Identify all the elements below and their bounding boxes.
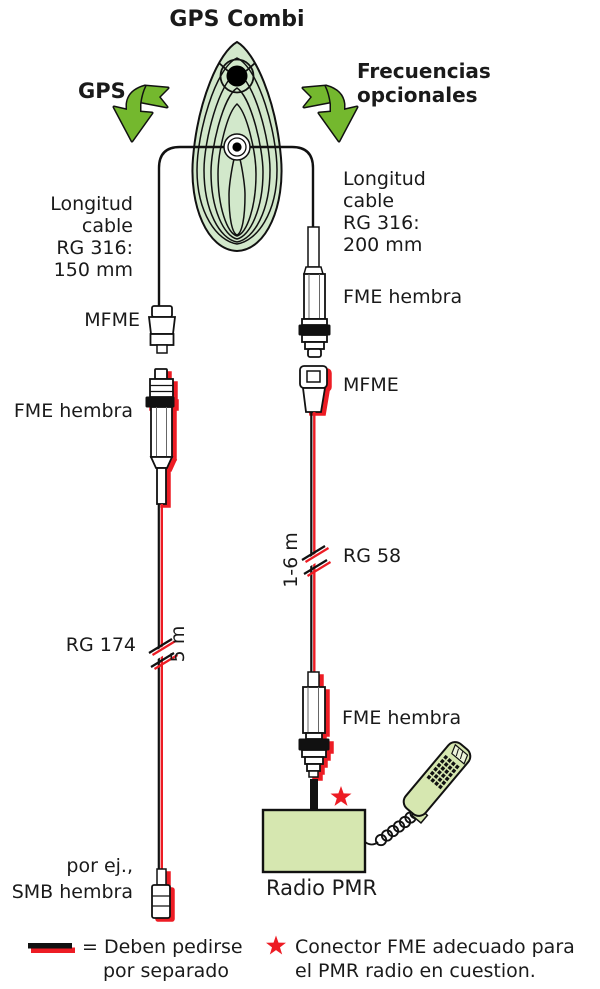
left-cable-note-line4: 150 mm [54,259,133,281]
title: GPS Combi [169,7,304,32]
legend-separate-swatch [28,943,75,953]
left-end-note-line1: por ej., [66,855,133,877]
legend-star-note-line2: el PMR radio en cuestion. [295,960,536,982]
right-connector-mfme [299,365,332,416]
right-connector-fme-hembra-top [298,226,331,358]
right-fme-hembra-top-label: FME hembra [343,286,462,308]
star-icon [330,786,352,806]
right-mfme-label: MFME [343,374,399,396]
right-cable-length-label: 1-6 m [280,532,302,588]
legend-star-icon [266,935,286,955]
cable-break-marks [300,545,332,577]
right-cable-note-line2: cable [343,190,394,212]
left-cable-length-label: 5 m [167,626,189,663]
left-cable-type-label: RG 174 [66,634,136,656]
right-cable-note-line4: 200 mm [343,234,422,256]
legend-star-note-line1: Conector FME adecuado para [295,936,575,958]
gps-arrow-icon [112,84,170,143]
right-cable-note: Longitud cable RG 316: 200 mm [343,168,426,256]
antenna-element-top [219,58,255,94]
left-end-note-line2: SMB hembra [12,881,133,903]
handset-keypad [426,754,460,790]
radio-antenna-stub [310,779,318,812]
left-connector-smb [151,868,175,922]
optional-freq-label-line1: Frecuencias [357,59,491,83]
left-cable-note-line3: RG 316: [56,237,133,259]
left-connector-fme-hembra [145,368,179,508]
right-cable-rg58 [300,412,332,688]
left-cable-rg174 [147,504,179,870]
right-connector-fme-hembra-bottom [298,671,334,781]
optional-frequencies-arrow-icon [301,84,359,143]
legend-separate-line1: = Deben pedirse [82,936,243,958]
pmr-handset-icon [402,741,472,825]
optional-freq-label-line2: opcionales [357,83,478,107]
left-fme-hembra-label: FME hembra [14,400,133,422]
left-cable-note-line1: Longitud [50,193,133,215]
gps-branch-label: GPS [78,79,126,103]
right-fme-hembra-bottom-label: FME hembra [342,707,461,729]
radio-pmr-label: Radio PMR [266,876,377,900]
antenna-element-feed [223,133,251,161]
cable-break-marks [147,638,179,670]
right-cable-note-line3: RG 316: [343,212,420,234]
right-cable-note-line1: Longitud [343,168,426,190]
left-cable-note: Longitud cable RG 316: 150 mm [50,193,133,281]
legend-separate-line2: por separado [103,960,229,982]
left-mfme-label: MFME [84,309,140,331]
right-cable-type-label: RG 58 [343,545,401,567]
radio-pmr-box [261,808,367,874]
left-cable-note-line2: cable [82,215,133,237]
left-connector-mfme [147,305,177,354]
